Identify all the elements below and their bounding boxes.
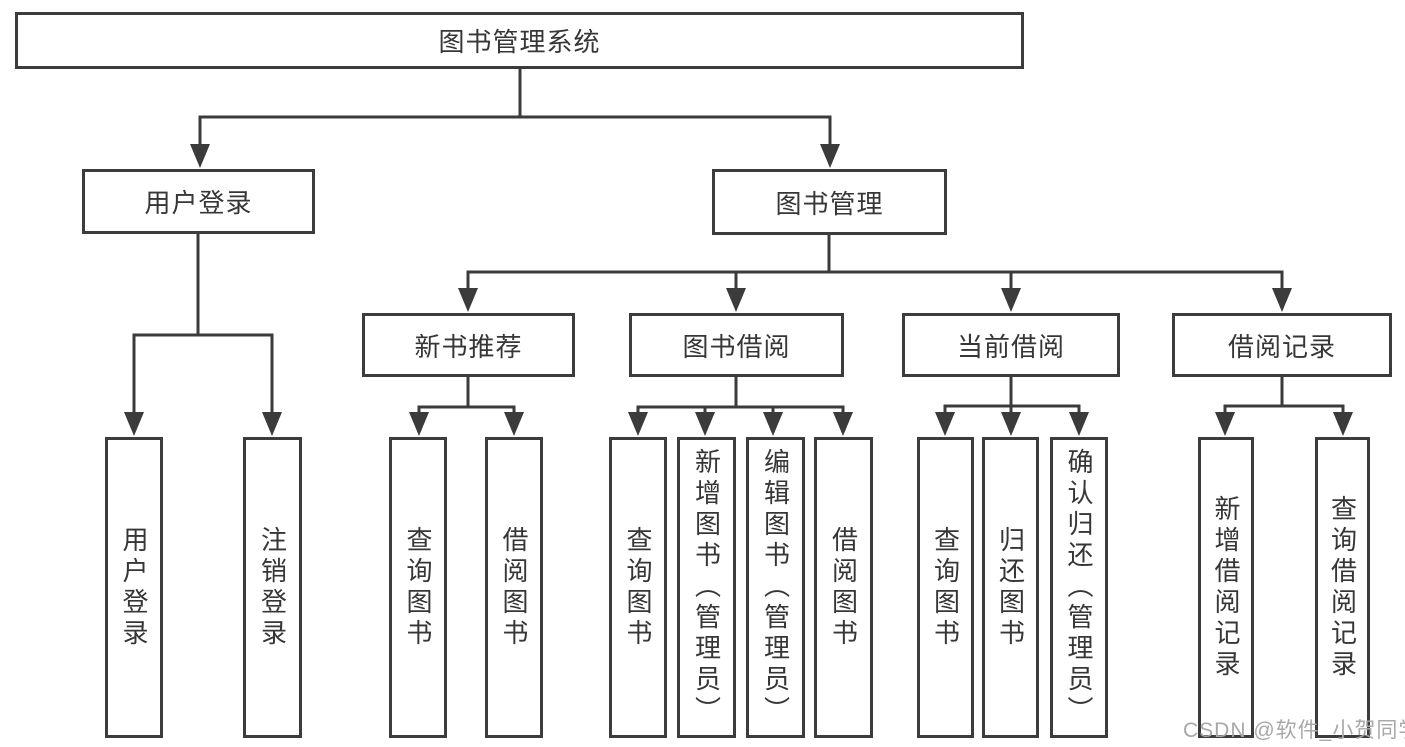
- leaf-records-query-label: 查询借阅记录: [1327, 494, 1358, 681]
- node-root: 图书管理系统: [15, 12, 1024, 69]
- node-book-borrow: 图书借阅: [629, 313, 844, 377]
- leaf-borrow-add-admin-label: 新增图书（管理员）: [691, 448, 722, 727]
- leaf-logout-label: 注销登录: [257, 525, 288, 650]
- leaf-borrow-edit-admin-label: 编辑图书（管理员）: [760, 448, 791, 727]
- node-book-borrow-label: 图书借阅: [682, 331, 791, 362]
- leaf-borrow-query: 查询图书: [609, 437, 667, 738]
- leaf-user-login: 用户登录: [105, 437, 163, 738]
- leaf-newbooks-borrow-label: 借阅图书: [499, 525, 529, 650]
- leaf-records-add: 新增借阅记录: [1198, 437, 1254, 738]
- node-current-borrow: 当前借阅: [902, 313, 1120, 377]
- csdn-watermark: CSDN @软件_小贺同学: [1183, 719, 1405, 742]
- node-borrow-records-label: 借阅记录: [1227, 331, 1336, 362]
- leaf-current-query-label: 查询图书: [930, 525, 961, 650]
- leaf-borrow-borrow-label: 借阅图书: [828, 525, 859, 650]
- node-new-book-recommend: 新书推荐: [362, 313, 575, 377]
- leaf-records-add-label: 新增借阅记录: [1211, 494, 1241, 681]
- arrowheads: [124, 144, 1353, 436]
- leaf-newbooks-query-label: 查询图书: [403, 525, 433, 650]
- node-user-login-label: 用户登录: [144, 188, 253, 218]
- node-new-book-recommend-label: 新书推荐: [414, 331, 523, 362]
- leaf-borrow-add-admin: 新增图书（管理员）: [677, 437, 736, 738]
- node-borrow-records: 借阅记录: [1172, 313, 1392, 377]
- leaf-borrow-borrow: 借阅图书: [814, 437, 873, 738]
- node-book-management: 图书管理: [712, 169, 947, 235]
- leaf-borrow-query-label: 查询图书: [623, 525, 653, 650]
- node-current-borrow-label: 当前借阅: [956, 331, 1065, 362]
- leaf-current-confirm-admin-label: 确认归还（管理员）: [1064, 448, 1094, 727]
- node-user-login: 用户登录: [82, 169, 315, 234]
- node-book-management-label: 图书管理: [775, 188, 884, 219]
- node-root-label: 图书管理系统: [438, 27, 601, 57]
- leaf-newbooks-borrow: 借阅图书: [485, 437, 543, 738]
- leaf-current-return-label: 归还图书: [995, 525, 1026, 650]
- leaf-logout: 注销登录: [243, 437, 302, 738]
- leaf-records-query: 查询借阅记录: [1315, 437, 1370, 738]
- leaf-current-return: 归还图书: [982, 437, 1039, 738]
- leaf-newbooks-query: 查询图书: [389, 437, 447, 738]
- leaf-user-login-label: 用户登录: [119, 525, 149, 650]
- leaf-current-query: 查询图书: [917, 437, 974, 738]
- leaf-current-confirm-admin: 确认归还（管理员）: [1050, 437, 1108, 738]
- leaf-borrow-edit-admin: 编辑图书（管理员）: [746, 437, 805, 738]
